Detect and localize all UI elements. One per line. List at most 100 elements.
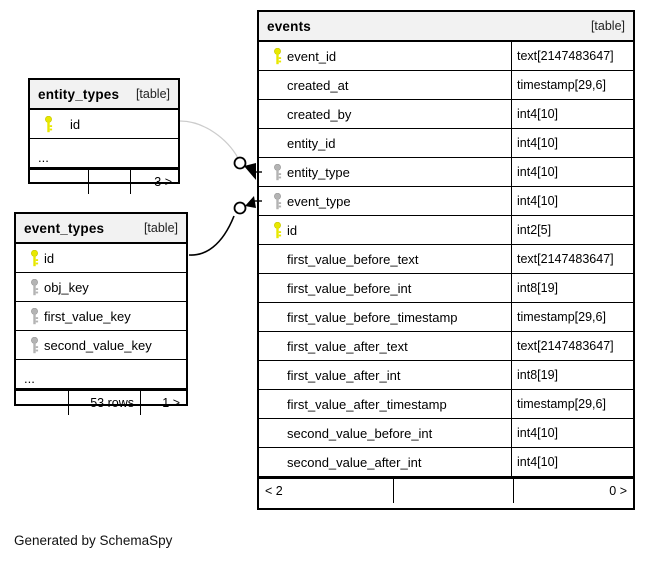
- table-event-types-footer: 53 rows 1 >: [16, 389, 186, 415]
- table-entity-types-header: entity_types [table]: [30, 80, 178, 110]
- column-name: id: [44, 250, 55, 266]
- relationship-endpoint-circle: [233, 201, 247, 215]
- table-row[interactable]: id: [16, 244, 186, 273]
- table-row[interactable]: event_id text[2147483647]: [259, 42, 633, 71]
- foreign-key-icon: [267, 163, 287, 181]
- column-name: created_at: [287, 77, 349, 93]
- table-row[interactable]: first_value_after_int int8[19]: [259, 361, 633, 390]
- table-row[interactable]: created_at timestamp[29,6]: [259, 71, 633, 100]
- table-row[interactable]: first_value_before_timestamp timestamp[2…: [259, 303, 633, 332]
- foreign-key-icon: [24, 307, 44, 325]
- relationship-line-entity-types: [179, 120, 239, 159]
- table-row[interactable]: second_value_after_int int4[10]: [259, 448, 633, 477]
- column-cell: obj_key: [16, 273, 186, 301]
- column-type: text[2147483647]: [511, 332, 633, 360]
- more-columns-row: ...: [30, 139, 178, 168]
- table-row[interactable]: first_value_after_timestamp timestamp[29…: [259, 390, 633, 419]
- table-events-header: events [table]: [259, 12, 633, 42]
- table-events-title: events: [267, 18, 311, 34]
- relationship-endpoint-circle: [233, 156, 247, 170]
- column-name: first_value_key: [44, 308, 131, 324]
- column-type: int2[5]: [511, 216, 633, 244]
- column-cell: id: [30, 110, 178, 138]
- table-row[interactable]: first_value_before_int int8[19]: [259, 274, 633, 303]
- column-cell: event_id: [259, 42, 511, 70]
- column-cell: first_value_before_int: [259, 274, 511, 302]
- column-type: int4[10]: [511, 129, 633, 157]
- footer-left: [16, 391, 68, 415]
- table-event-types-tag: [table]: [143, 221, 178, 235]
- foreign-key-icon: [24, 336, 44, 354]
- table-events[interactable]: events [table] event_id text[2147483647]…: [257, 10, 635, 510]
- foreign-key-icon: [24, 278, 44, 296]
- column-cell: first_value_after_int: [259, 361, 511, 389]
- table-row[interactable]: second_value_before_int int4[10]: [259, 419, 633, 448]
- column-name: event_type: [287, 193, 351, 209]
- generated-by-caption: Generated by SchemaSpy: [14, 533, 173, 548]
- table-row[interactable]: id: [30, 110, 178, 139]
- table-row[interactable]: entity_type int4[10]: [259, 158, 633, 187]
- table-entity-types-footer: 3 >: [30, 168, 178, 194]
- primary-key-icon: [24, 249, 44, 267]
- next-relations-indicator[interactable]: 0 >: [513, 479, 633, 503]
- column-name: first_value_after_int: [287, 367, 401, 383]
- column-cell: first_value_after_text: [259, 332, 511, 360]
- column-cell: id: [16, 244, 186, 272]
- footer-middle: [88, 170, 130, 194]
- table-row[interactable]: id int2[5]: [259, 216, 633, 245]
- footer-left: [30, 170, 88, 194]
- column-name: created_by: [287, 106, 352, 122]
- primary-key-icon: [267, 221, 287, 239]
- footer-middle: [393, 479, 513, 503]
- column-name: first_value_before_timestamp: [287, 309, 458, 325]
- column-cell: first_value_before_text: [259, 245, 511, 273]
- column-name: second_value_after_int: [287, 454, 422, 470]
- table-entity-types-title: entity_types: [38, 86, 120, 102]
- table-events-footer: < 2 0 >: [259, 477, 633, 503]
- column-name: id: [70, 116, 81, 132]
- column-name: first_value_before_text: [287, 251, 419, 267]
- column-cell: entity_type: [259, 158, 511, 186]
- table-row[interactable]: first_value_before_text text[2147483647]: [259, 245, 633, 274]
- column-type: text[2147483647]: [511, 245, 633, 273]
- column-type: int4[10]: [511, 100, 633, 128]
- table-row[interactable]: event_type int4[10]: [259, 187, 633, 216]
- table-row[interactable]: second_value_key: [16, 331, 186, 360]
- column-type: timestamp[29,6]: [511, 303, 633, 331]
- relationship-arrowhead-entity-type: [244, 163, 256, 180]
- column-type: int4[10]: [511, 448, 633, 476]
- table-events-tag: [table]: [590, 19, 625, 33]
- table-row[interactable]: first_value_after_text text[2147483647]: [259, 332, 633, 361]
- column-cell: first_value_before_timestamp: [259, 303, 511, 331]
- relationship-line-event-types: [188, 215, 235, 256]
- column-cell: event_type: [259, 187, 511, 215]
- column-type: int4[10]: [511, 158, 633, 186]
- primary-key-icon: [267, 47, 287, 65]
- table-event-types-header: event_types [table]: [16, 214, 186, 244]
- table-row[interactable]: entity_id int4[10]: [259, 129, 633, 158]
- column-type: int8[19]: [511, 274, 633, 302]
- column-cell: entity_id: [259, 129, 511, 157]
- next-relations-indicator[interactable]: 3 >: [130, 170, 178, 194]
- table-event-types-title: event_types: [24, 220, 105, 236]
- table-row[interactable]: obj_key: [16, 273, 186, 302]
- column-name: second_value_key: [44, 337, 152, 353]
- column-cell: created_at: [259, 71, 511, 99]
- column-type: text[2147483647]: [511, 42, 633, 70]
- column-cell: created_by: [259, 100, 511, 128]
- relationship-arrowhead-event-type: [245, 196, 256, 208]
- foreign-key-icon: [267, 192, 287, 210]
- prev-relations-indicator[interactable]: < 2: [265, 484, 283, 498]
- more-columns-indicator: ...: [38, 150, 49, 165]
- table-row[interactable]: created_by int4[10]: [259, 100, 633, 129]
- column-name: entity_type: [287, 164, 350, 180]
- more-columns-row: ...: [16, 360, 186, 389]
- column-cell: first_value_after_timestamp: [259, 390, 511, 418]
- table-entity-types[interactable]: entity_types [table] id ... 3 >: [28, 78, 180, 194]
- column-name: obj_key: [44, 279, 89, 295]
- table-event-types[interactable]: event_types [table] id obj_key: [14, 212, 188, 415]
- next-relations-indicator[interactable]: 1 >: [140, 391, 186, 415]
- column-type: int4[10]: [511, 419, 633, 447]
- table-row[interactable]: first_value_key: [16, 302, 186, 331]
